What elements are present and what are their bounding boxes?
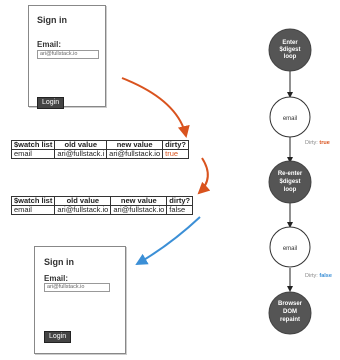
node-text: $digest: [279, 47, 300, 53]
node-text: Browser: [278, 301, 303, 307]
svg-text:$digest: $digest: [279, 47, 300, 53]
node-text: Enter: [282, 40, 298, 46]
svg-text:repaint: repaint: [280, 317, 300, 323]
node-reenter-digest: [268, 160, 312, 204]
node-text: Re-enter: [278, 171, 303, 177]
node-email-2: [269, 226, 311, 268]
cell-new: ari@fullstack.io: [106, 149, 164, 159]
svg-text:DOM: DOM: [283, 309, 297, 315]
watch-table-clean: $watch list old value new value dirty? e…: [10, 196, 194, 215]
node-text: loop: [284, 54, 297, 60]
dirty-value: false: [319, 273, 332, 279]
dirty-true-label: Dirty: true: [305, 140, 330, 146]
table-row: email ari@fullstack.io ari@fullstack.io …: [10, 205, 194, 215]
cell-dirty-true: true: [162, 149, 189, 159]
cell-watch: email: [10, 205, 56, 215]
svg-text:loop: loop: [284, 187, 297, 193]
dirty-prefix: Dirty:: [305, 273, 318, 279]
cell-watch: email: [10, 149, 56, 159]
dirty-prefix: Dirty:: [305, 140, 318, 146]
signin-form-after: Sign in Email: ari@fullstack.io Login: [34, 246, 126, 354]
email-input[interactable]: ari@fullstack.io: [37, 50, 99, 59]
form-title: Sign in: [44, 257, 74, 267]
form-title: Sign in: [37, 15, 67, 25]
email-label: Email:: [44, 274, 69, 283]
arrow-form-to-table1: [121, 77, 190, 138]
svg-text:loop: loop: [284, 54, 297, 60]
cell-new: ari@fullstack.io: [110, 205, 168, 215]
table-header-row: $watch list old value new value dirty?: [10, 196, 194, 206]
arrow-table1-to-table2: [197, 157, 211, 195]
svg-text:$digest: $digest: [279, 179, 300, 185]
email-input[interactable]: ari@fullstack.io: [44, 283, 110, 292]
node-text: repaint: [280, 317, 300, 323]
svg-text:email: email: [283, 246, 297, 252]
login-button[interactable]: Login: [44, 331, 72, 343]
cell-dirty-false: false: [166, 205, 194, 215]
svg-text:Browser: Browser: [278, 301, 303, 307]
watch-table-dirty: $watch list old value new value dirty? e…: [10, 140, 189, 159]
node-enter-digest: [268, 28, 312, 72]
arrow-table2-to-form: [135, 216, 201, 265]
node-email-1: [269, 96, 311, 138]
svg-text:Re-enter: Re-enter: [278, 171, 303, 177]
node-text: email: [283, 246, 297, 252]
dirty-value: true: [319, 140, 330, 146]
node-text: loop: [284, 187, 297, 193]
signin-form-before: Sign in Email: ari@fullstack.io Login: [28, 5, 106, 109]
table-row: email ari@fullstack.i ari@fullstack.io t…: [10, 149, 189, 159]
login-button[interactable]: Login: [37, 97, 65, 109]
svg-text:email: email: [283, 116, 297, 122]
email-label: Email:: [37, 40, 62, 49]
node-dom-repaint: [268, 291, 312, 335]
dirty-false-label: Dirty: false: [305, 273, 332, 279]
node-text: email: [283, 116, 297, 122]
node-text: $digest: [279, 179, 300, 185]
node-text: DOM: [283, 309, 297, 315]
svg-text:Enter: Enter: [282, 40, 298, 46]
